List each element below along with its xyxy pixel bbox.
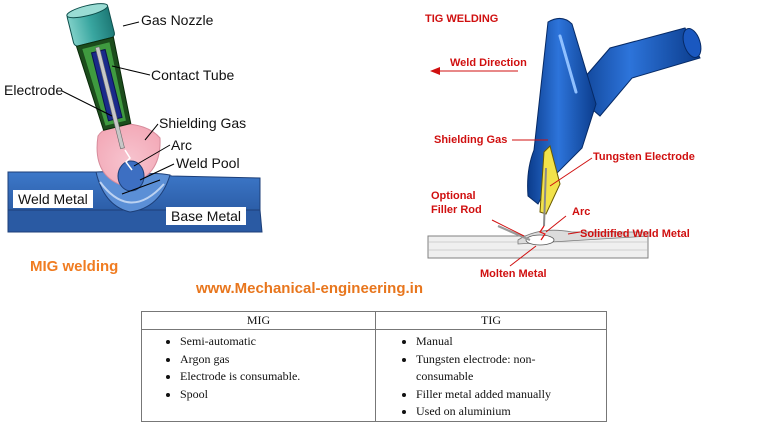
tig-label-optional: Optional <box>431 190 476 202</box>
tig-label-solidified-weld-metal: Solidified Weld Metal <box>580 228 690 240</box>
mig-label-contact-tube: Contact Tube <box>151 67 235 83</box>
list-item: Spool <box>180 386 375 404</box>
list-item: Electrode is consumable. <box>180 368 375 386</box>
mig-label-gas-nozzle: Gas Nozzle <box>141 12 214 28</box>
table-row: Semi-automatic Argon gas Electrode is co… <box>141 329 607 422</box>
list-item: Used on aluminium <box>416 403 586 421</box>
mig-column-cell: Semi-automatic Argon gas Electrode is co… <box>141 329 376 422</box>
mig-weld-pool <box>117 160 145 192</box>
tig-label-tungsten-electrode: Tungsten Electrode <box>593 151 695 163</box>
table-header-row: MIG TIG <box>141 311 607 330</box>
mig-list: Semi-automatic Argon gas Electrode is co… <box>142 333 375 403</box>
mig-arc <box>124 149 133 171</box>
tig-filler-rod <box>497 224 531 242</box>
mig-label-weld-pool: Weld Pool <box>176 155 240 171</box>
list-item: Manual <box>416 333 586 351</box>
mig-label-electrode: Electrode <box>4 82 64 98</box>
list-item: Argon gas <box>180 351 375 369</box>
website-url: www.Mechanical-engineering.in <box>196 280 423 297</box>
list-item: Tungsten electrode: non-consumable <box>416 351 586 386</box>
tig-diagram <box>427 18 702 267</box>
tig-label-filler-rod: Filler Rod <box>431 204 482 216</box>
mig-caption: MIG welding <box>30 258 119 275</box>
comparison-table: MIG TIG Semi-automatic Argon gas Electro… <box>141 311 607 422</box>
tig-column-cell: Manual Tungsten electrode: non-consumabl… <box>375 329 607 422</box>
mig-label-arc: Arc <box>171 137 192 153</box>
list-item: Filler metal added manually <box>416 386 586 404</box>
table-header-mig: MIG <box>141 311 376 330</box>
tig-workpiece <box>427 229 651 259</box>
tig-list: Manual Tungsten electrode: non-consumabl… <box>376 333 606 421</box>
mig-torch <box>66 3 132 150</box>
tig-arc <box>539 225 546 241</box>
tig-leader-lines <box>436 70 593 267</box>
tig-label-molten-metal: Molten Metal <box>480 268 547 280</box>
tig-weld-direction-arrowhead <box>430 67 440 75</box>
mig-label-shielding-gas: Shielding Gas <box>159 115 247 131</box>
tig-label-shielding-gas: Shielding Gas <box>434 134 508 146</box>
mig-label-base-metal: Base Metal <box>166 207 247 225</box>
tig-torch <box>527 18 702 227</box>
mig-label-weld-metal: Weld Metal <box>13 190 93 208</box>
tig-label-arc: Arc <box>572 206 591 218</box>
list-item: Semi-automatic <box>180 333 375 351</box>
table-header-tig: TIG <box>375 311 607 330</box>
tig-label-weld-direction: Weld Direction <box>450 57 527 69</box>
tig-title: TIG WELDING <box>425 13 499 25</box>
mig-leader-lines <box>61 21 175 195</box>
